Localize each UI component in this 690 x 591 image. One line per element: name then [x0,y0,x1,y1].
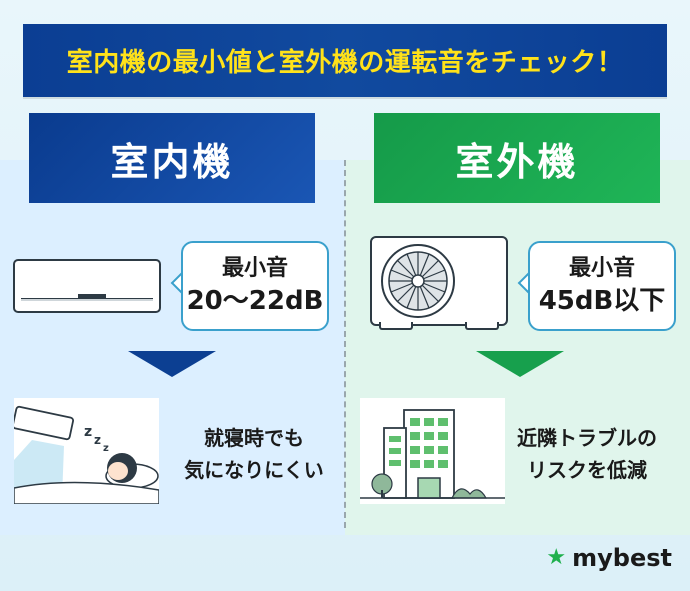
center-divider [344,160,346,528]
outdoor-unit-foot-right [465,322,499,330]
indoor-caption-line1: 就寝時でも [204,426,304,450]
outdoor-bubble-label: 最小音 [568,256,635,281]
title-banner: 室内機の最小値と室外機の運転音をチェック！ [23,24,667,97]
star-icon: ★ [546,545,567,570]
outdoor-down-arrow-icon [476,351,564,377]
indoor-ac-unit-icon [13,259,161,313]
svg-text:z: z [84,424,92,440]
indoor-caption: 就寝時でも 気になりにくい [166,422,342,486]
svg-text:z: z [103,443,109,454]
ac-vent [78,294,106,298]
banner-title: 室内機の最小値と室外機の運転音をチェック！ [66,48,624,78]
apartment-building-icon [360,409,505,499]
ac-slot [21,298,153,301]
fan-icon [381,244,455,318]
outdoor-header: 室外機 [374,113,660,203]
indoor-noise-bubble: 最小音 20〜22dB [181,241,329,331]
outdoor-noise-bubble: 最小音 45dB以下 [528,241,676,331]
logo-text: mybest [572,544,672,572]
indoor-bubble-value: 20〜22dB [186,286,324,316]
svg-text:z: z [94,433,101,447]
indoor-down-arrow-icon [128,351,216,377]
outdoor-caption-line2: リスクを低減 [527,458,647,482]
indoor-caption-line2: 気になりにくい [184,458,324,482]
indoor-bubble-label: 最小音 [221,256,288,281]
outdoor-unit-foot-left [379,322,413,330]
mybest-logo: ★ mybest [546,544,672,572]
outdoor-ac-unit-icon [370,236,508,326]
building-illustration [360,398,505,504]
sleeping-person-illustration: z z z [14,398,159,504]
outdoor-bubble-value: 45dB以下 [538,286,666,316]
indoor-header: 室内機 [29,113,315,203]
indoor-header-label: 室内機 [110,139,234,184]
outdoor-caption: 近隣トラブルの リスクを低減 [492,422,682,486]
sleeping-person-icon: z z z [14,405,159,504]
outdoor-header-label: 室外機 [455,139,579,184]
outdoor-caption-line1: 近隣トラブルの [517,426,657,450]
